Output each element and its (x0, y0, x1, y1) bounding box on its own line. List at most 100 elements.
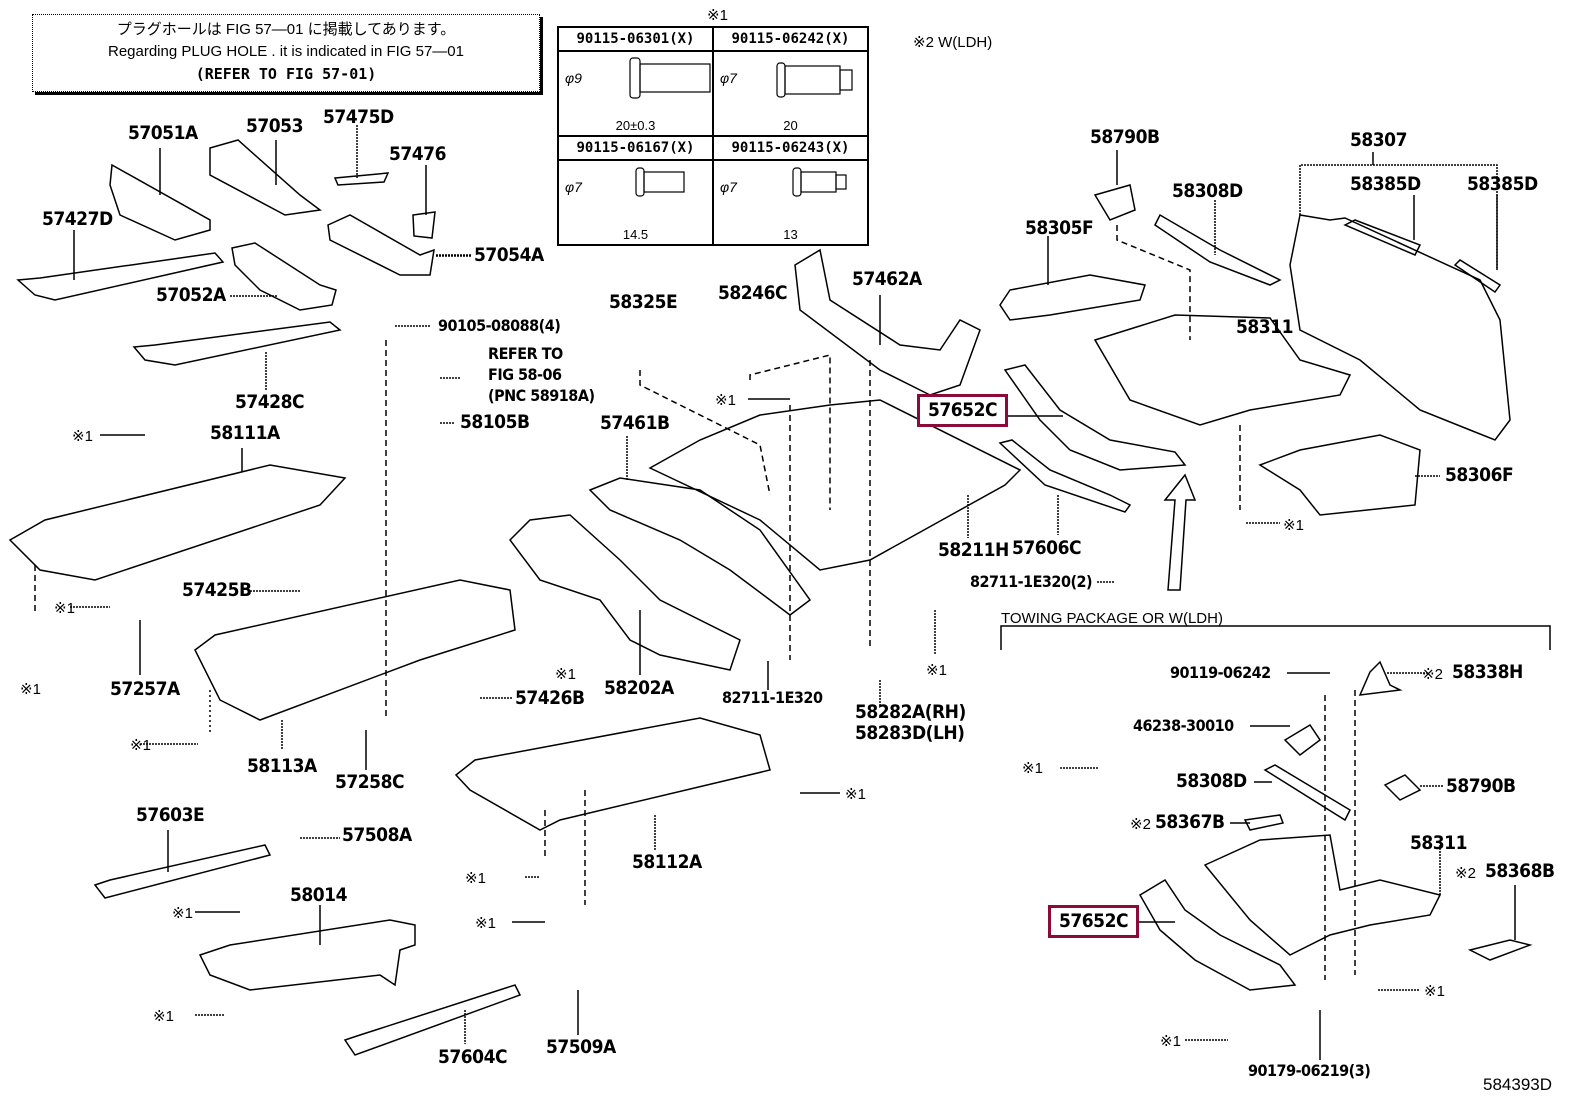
part-label-57426B[interactable]: 57426B (515, 687, 585, 709)
part-label-82711-1E320-2[interactable]: 82711-1E320(2) (970, 572, 1093, 591)
part-label-57652C-highlighted-top[interactable]: 57652C (917, 394, 1009, 427)
part-label-57257A[interactable]: 57257A (110, 678, 180, 700)
marker-2: ※2 (1130, 816, 1151, 833)
part-label-46238-30010[interactable]: 46238-30010 (1133, 716, 1234, 735)
part-label-58368B[interactable]: 58368B (1485, 860, 1555, 882)
part-shape-58112A (454, 717, 771, 831)
part-label-57604C[interactable]: 57604C (438, 1046, 508, 1068)
plug-hole-note: プラグホールは FIG 57—01 に掲載してあります。 Regarding P… (32, 14, 540, 92)
part-label-90179-06219[interactable]: 90179-06219(3) (1248, 1061, 1371, 1080)
part-label-58311-bottom[interactable]: 58311 (1410, 832, 1467, 854)
part-label-58385D[interactable]: 58385D (1350, 173, 1421, 195)
part-label-58338H[interactable]: 58338H (1452, 661, 1523, 683)
legend-note-2: ※2 W(LDH) (913, 34, 993, 51)
part-label-58283D-LH[interactable]: 58283D(LH) (855, 722, 965, 744)
part-label-58246C[interactable]: 58246C (718, 282, 788, 304)
part-label-58790B-bottom[interactable]: 58790B (1446, 775, 1516, 797)
note-japanese: プラグホールは FIG 57—01 に掲載してあります。 (116, 21, 456, 38)
bolt-part-90115-06167[interactable]: 90115-06167(X) (557, 135, 714, 161)
part-label-58113A[interactable]: 58113A (247, 755, 317, 777)
bolt-length: 13 (783, 227, 798, 242)
part-shape-57051A (109, 163, 211, 241)
part-label-57606C[interactable]: 57606C (1012, 537, 1082, 559)
part-label-58105B[interactable]: 58105B (460, 411, 530, 433)
marker-1: ※1 (130, 737, 151, 754)
part-label-90119-06242[interactable]: 90119-06242 (1170, 663, 1271, 682)
part-shape-58211H (648, 399, 1022, 571)
marker-1: ※1 (465, 870, 486, 887)
note-english: Regarding PLUG HOLE . it is indicated in… (107, 43, 464, 60)
bolt-part-90115-06242[interactable]: 90115-06242(X) (712, 26, 869, 52)
part-label-57509A[interactable]: 57509A (546, 1036, 616, 1058)
refer-to-line2[interactable]: FIG 58-06 (488, 365, 562, 384)
part-label-58306F[interactable]: 58306F (1445, 464, 1514, 486)
part-shape-58311-bottom (1203, 834, 1442, 956)
part-label-58325E[interactable]: 58325E (609, 291, 678, 313)
part-label-58211H[interactable]: 58211H (938, 539, 1009, 561)
part-label-58790B-top[interactable]: 58790B (1090, 126, 1160, 148)
marker-1: ※1 (1283, 517, 1304, 534)
marker-1: ※1 (20, 681, 41, 698)
part-label-57053[interactable]: 57053 (246, 115, 303, 137)
part-label-57052A[interactable]: 57052A (156, 284, 226, 306)
part-shape-57461B (588, 477, 812, 616)
marker-1: ※1 (54, 600, 75, 617)
note-reference: (REFER TO FIG 57-01) (195, 65, 377, 83)
refer-to-line3[interactable]: (PNC 58918A) (488, 386, 595, 405)
part-label-57428C[interactable]: 57428C (235, 391, 305, 413)
part-label-58112A[interactable]: 58112A (632, 851, 702, 873)
bolt-length: 20±0.3 (615, 118, 656, 133)
part-label-58305F[interactable]: 58305F (1025, 217, 1094, 239)
part-label-57475D[interactable]: 57475D (323, 106, 394, 128)
marker-1: ※1 (153, 1008, 174, 1025)
bolt-diameter: φ7 (565, 179, 582, 195)
part-label-58367B[interactable]: 58367B (1155, 811, 1225, 833)
part-shape-58111A (8, 464, 347, 581)
part-shape-57652C-top (1003, 364, 1187, 471)
part-label-58308D-bottom[interactable]: 58308D (1176, 770, 1247, 792)
refer-to-line1: REFER TO (488, 344, 563, 363)
part-label-58308D-top[interactable]: 58308D (1172, 180, 1243, 202)
marker-1: ※1 (1424, 983, 1445, 1000)
part-label-58307[interactable]: 58307 (1350, 129, 1407, 151)
part-label-57603E[interactable]: 57603E (136, 804, 205, 826)
bolt-drawing-cell: φ9 20±0.3 (557, 50, 714, 137)
part-label-82711-1E320[interactable]: 82711-1E320 (722, 688, 823, 707)
bolt-diameter: φ7 (720, 179, 737, 195)
part-label-57258C[interactable]: 57258C (335, 771, 405, 793)
marker-2: ※2 (1455, 865, 1476, 882)
bolt-diameter: φ9 (565, 70, 582, 86)
bolt-drawing-cell: φ7 14.5 (557, 159, 714, 246)
part-label-57461B[interactable]: 57461B (600, 412, 670, 434)
part-shape-57652C-bottom (1138, 878, 1297, 991)
marker-1: ※1 (555, 666, 576, 683)
marker-1: ※1 (715, 392, 736, 409)
part-label-57508A[interactable]: 57508A (342, 824, 412, 846)
bolt-part-90115-06301[interactable]: 90115-06301(X) (557, 26, 714, 52)
part-label-58385D[interactable]: 58385D (1467, 173, 1538, 195)
part-label-58202A[interactable]: 58202A (604, 677, 674, 699)
arrow-shape (1163, 473, 1197, 591)
marker-1: ※1 (1022, 760, 1043, 777)
part-label-57051A[interactable]: 57051A (128, 122, 198, 144)
part-label-58014[interactable]: 58014 (290, 884, 347, 906)
towing-section-title: TOWING PACKAGE OR W(LDH) (1001, 610, 1223, 627)
part-label-58282A-RH[interactable]: 58282A(RH) (855, 701, 966, 723)
part-shape-57053 (209, 139, 322, 216)
marker-1: ※1 (926, 662, 947, 679)
part-label-57425B[interactable]: 57425B (182, 579, 252, 601)
part-shape-58307 (1289, 214, 1511, 441)
marker-1: ※1 (172, 905, 193, 922)
part-label-57427D[interactable]: 57427D (42, 208, 113, 230)
part-label-90105-08088[interactable]: 90105-08088(4) (438, 316, 561, 335)
part-label-57652C-highlighted-bottom[interactable]: 57652C (1048, 905, 1140, 938)
part-label-58111A[interactable]: 58111A (210, 422, 280, 444)
marker-1: ※1 (475, 915, 496, 932)
bolt-table-marker: ※1 (707, 7, 728, 24)
part-label-57054A[interactable]: 57054A (474, 244, 544, 266)
part-label-57476[interactable]: 57476 (389, 143, 446, 165)
bolt-part-90115-06243[interactable]: 90115-06243(X) (712, 135, 869, 161)
part-label-57462A[interactable]: 57462A (852, 268, 922, 290)
part-label-58311-top[interactable]: 58311 (1236, 316, 1293, 338)
